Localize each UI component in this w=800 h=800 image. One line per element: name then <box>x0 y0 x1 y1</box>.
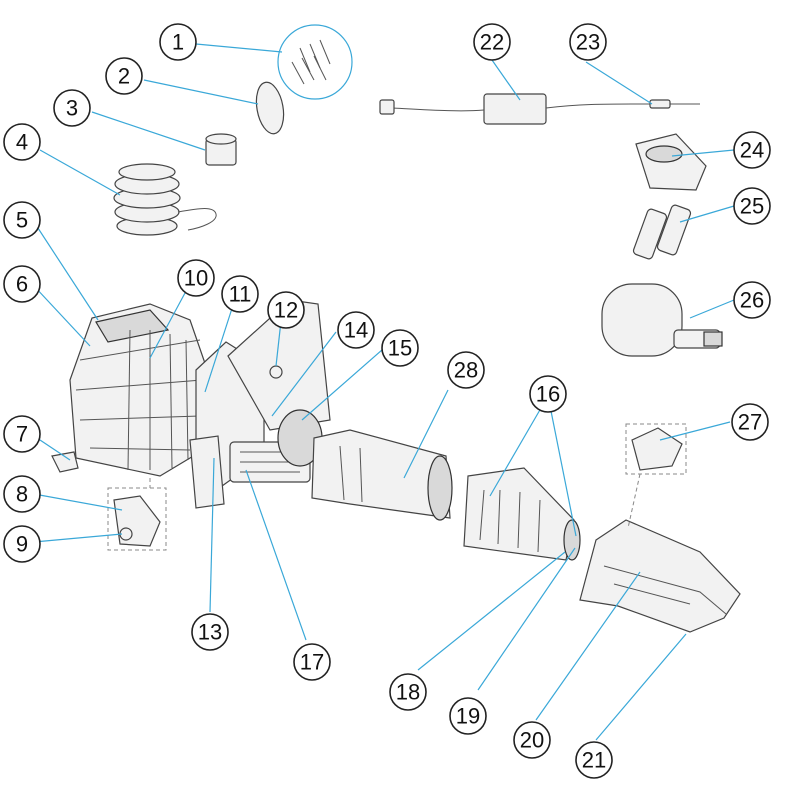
part-25-tubes <box>632 204 692 260</box>
svg-text:23: 23 <box>576 30 600 55</box>
svg-text:4: 4 <box>16 130 28 155</box>
callout-26: 26 <box>733 281 771 319</box>
part-7-clip <box>51 451 79 473</box>
callout-10: 10 <box>177 259 215 297</box>
svg-text:18: 18 <box>396 680 420 705</box>
callout-22: 22 <box>473 23 511 61</box>
part-20-21-guard <box>579 519 741 633</box>
svg-text:26: 26 <box>740 288 764 313</box>
callout-5: 5 <box>3 201 41 239</box>
part-22-charger <box>379 93 633 125</box>
callout-1: 1 <box>159 23 197 61</box>
svg-text:8: 8 <box>16 482 28 507</box>
part-16-nozzle <box>463 467 581 561</box>
callout-17: 17 <box>293 643 331 681</box>
callout-3: 3 <box>53 89 91 127</box>
callout-8: 8 <box>3 475 41 513</box>
svg-text:20: 20 <box>520 728 544 753</box>
svg-text:16: 16 <box>536 382 560 407</box>
callout-12: 12 <box>267 291 305 329</box>
callout-28: 28 <box>447 351 485 389</box>
svg-text:14: 14 <box>344 318 368 343</box>
svg-text:28: 28 <box>454 358 478 383</box>
callout-2: 2 <box>105 57 143 95</box>
part-23-cable <box>632 99 700 109</box>
part-2-pad <box>255 81 285 135</box>
part-27-inset <box>625 423 687 529</box>
callout-4: 4 <box>3 123 41 161</box>
svg-text:15: 15 <box>388 336 412 361</box>
callout-23: 23 <box>569 23 607 61</box>
callout-15: 15 <box>381 329 419 367</box>
callout-7: 7 <box>3 415 41 453</box>
callout-20: 20 <box>513 721 551 759</box>
callout-25: 25 <box>733 187 771 225</box>
callout-16: 16 <box>529 375 567 413</box>
part-26-cylinder <box>601 283 723 357</box>
callout-14: 14 <box>337 311 375 349</box>
callout-9: 9 <box>3 525 41 563</box>
callout-27: 27 <box>731 403 769 441</box>
svg-text:19: 19 <box>456 704 480 729</box>
callout-13: 13 <box>191 613 229 651</box>
svg-text:2: 2 <box>118 64 130 89</box>
part-housing-front <box>69 303 209 477</box>
svg-text:13: 13 <box>198 620 222 645</box>
svg-text:25: 25 <box>740 194 764 219</box>
callout-18: 18 <box>389 673 427 711</box>
part-3-cup <box>205 133 237 166</box>
svg-text:6: 6 <box>16 272 28 297</box>
callout-19: 19 <box>449 697 487 735</box>
leader-lines <box>33 43 735 741</box>
part-4-bellows <box>113 163 217 236</box>
svg-text:21: 21 <box>582 748 606 773</box>
svg-text:11: 11 <box>229 282 252 307</box>
svg-text:5: 5 <box>16 208 28 233</box>
svg-text:22: 22 <box>480 30 504 55</box>
part-28-motor <box>311 429 453 521</box>
part-24-adapter <box>635 133 707 191</box>
svg-text:1: 1 <box>172 30 184 55</box>
part-8-9-inset <box>107 478 167 551</box>
svg-text:17: 17 <box>300 650 324 675</box>
part-middle-assembly <box>189 299 331 509</box>
callout-21: 21 <box>575 741 613 779</box>
callout-11: 11 <box>221 275 259 313</box>
callout-6: 6 <box>3 265 41 303</box>
svg-text:7: 7 <box>16 422 28 447</box>
svg-text:3: 3 <box>66 96 78 121</box>
callout-24: 24 <box>733 131 771 169</box>
part-1-rods <box>277 24 353 100</box>
svg-text:27: 27 <box>738 410 762 435</box>
svg-text:24: 24 <box>740 138 764 163</box>
svg-text:9: 9 <box>16 532 28 557</box>
svg-text:10: 10 <box>184 266 208 291</box>
svg-text:12: 12 <box>274 298 298 323</box>
